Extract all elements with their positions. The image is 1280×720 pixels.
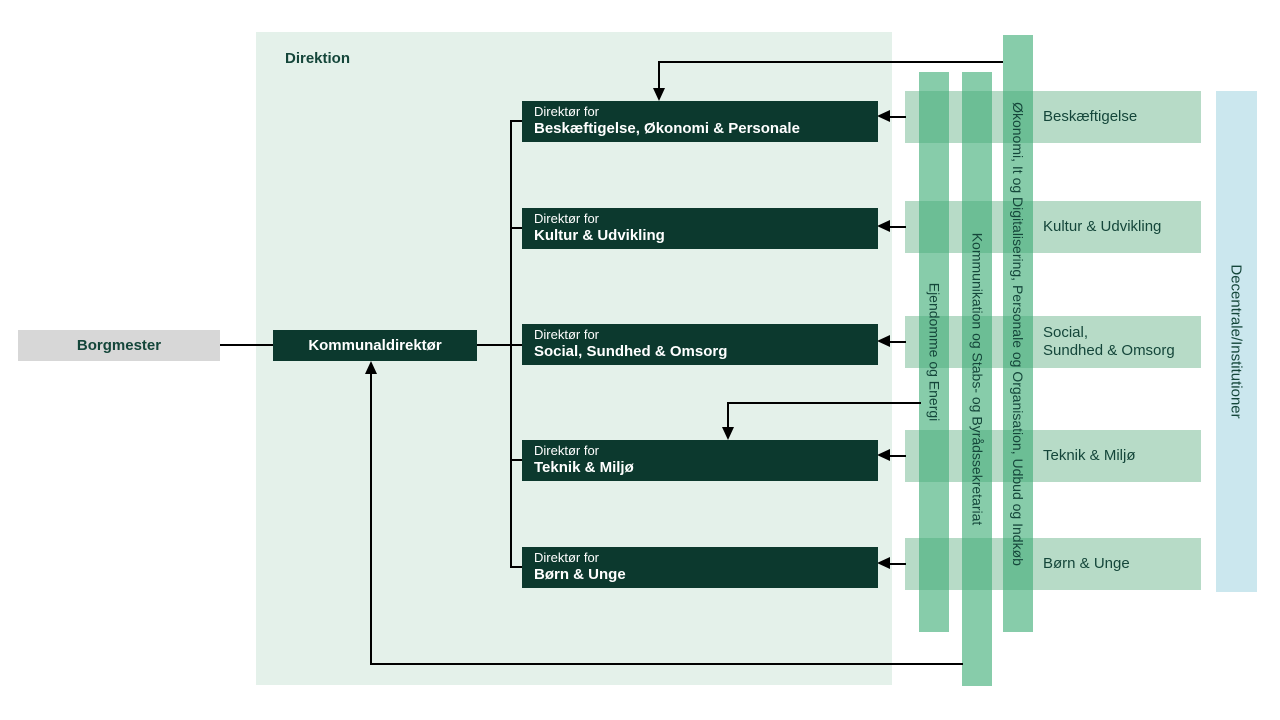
director-name: Teknik & Miljø [534, 459, 634, 476]
line-kommunikation-feedback-h [370, 663, 963, 665]
trunk-line [510, 120, 512, 568]
staff-bar-label: Økonomi, It og Digitalisering, Personale… [1010, 101, 1026, 566]
stub-director-5 [510, 566, 522, 568]
director-box-teknik: Direktør for Teknik & Miljø [522, 440, 878, 481]
line-band1-director1 [890, 116, 906, 118]
director-box-social: Direktør for Social, Sundhed & Omsorg [522, 324, 878, 365]
line-band3-director3 [890, 341, 906, 343]
kommunaldirektor-label: Kommunaldirektør [308, 337, 442, 354]
line-ejendomme-to-director4-v [727, 402, 729, 429]
stub-director-4 [510, 459, 522, 461]
department-label: Kultur & Udvikling [1043, 218, 1162, 235]
borgmester-label: Borgmester [76, 337, 162, 354]
arrowhead-left-director1 [877, 110, 890, 122]
director-box-kultur: Direktør for Kultur & Udvikling [522, 208, 878, 249]
line-oekonomi-to-director1-h [659, 61, 1003, 63]
staff-bar-label: Ejendomme og Energi [926, 282, 942, 422]
staff-bar-label: Kommunikation og Stabs- og Byrådssekreta… [969, 232, 985, 526]
director-box-beskaeftigelse: Direktør for Beskæftigelse, Økonomi & Pe… [522, 101, 878, 142]
department-band-kultur: Kultur & Udvikling [905, 201, 1201, 253]
line-ejendomme-to-director4-h [728, 402, 921, 404]
department-band-social: Social, Sundhed & Omsorg [905, 316, 1201, 368]
line-kommunaldirektor-trunk [477, 344, 522, 346]
department-band-boern: Børn & Unge [905, 538, 1201, 590]
kommunaldirektor-box: Kommunaldirektør [273, 330, 477, 361]
staff-bar-ejendomme: Ejendomme og Energi [919, 72, 949, 632]
line-band5-director5 [890, 563, 906, 565]
director-name: Kultur & Udvikling [534, 227, 665, 244]
arrowhead-down-director4 [722, 427, 734, 440]
department-label: Beskæftigelse [1043, 108, 1138, 125]
decentrale-bar: Decentrale/Institutioner [1216, 91, 1257, 592]
line-band4-director4 [890, 455, 906, 457]
department-label: Teknik & Miljø [1043, 447, 1136, 464]
department-label: Social, Sundhed & Omsorg [1043, 324, 1175, 359]
director-prefix: Direktør for [534, 104, 599, 119]
borgmester-box: Borgmester [18, 330, 220, 361]
stub-director-2 [510, 227, 522, 229]
staff-bar-kommunikation: Kommunikation og Stabs- og Byrådssekreta… [962, 72, 992, 686]
line-kommunikation-feedback-v [370, 374, 372, 665]
department-label: Børn & Unge [1043, 555, 1130, 572]
department-band-beskaeftigelse: Beskæftigelse [905, 91, 1201, 143]
director-box-boern: Direktør for Børn & Unge [522, 547, 878, 588]
director-name: Social, Sundhed & Omsorg [534, 343, 728, 360]
line-band2-director2 [890, 226, 906, 228]
arrowhead-down-director1 [653, 88, 665, 101]
director-prefix: Direktør for [534, 211, 599, 226]
director-name: Børn & Unge [534, 566, 626, 583]
decentrale-label: Decentrale/Institutioner [1228, 264, 1245, 419]
arrowhead-left-director5 [877, 557, 890, 569]
line-borgmester-kommunaldirektor [220, 344, 273, 346]
director-prefix: Direktør for [534, 327, 599, 342]
arrowhead-left-director3 [877, 335, 890, 347]
director-prefix: Direktør for [534, 443, 599, 458]
director-name: Beskæftigelse, Økonomi & Personale [534, 120, 800, 137]
stub-director-1 [510, 120, 522, 122]
line-oekonomi-to-director1-v [658, 61, 660, 89]
director-prefix: Direktør for [534, 550, 599, 565]
direktion-label: Direktion [285, 50, 351, 67]
arrowhead-left-director4 [877, 449, 890, 461]
department-band-teknik: Teknik & Miljø [905, 430, 1201, 482]
arrowhead-up-kommunaldirektor [365, 361, 377, 374]
staff-bar-oekonomi: Økonomi, It og Digitalisering, Personale… [1003, 35, 1033, 632]
arrowhead-left-director2 [877, 220, 890, 232]
